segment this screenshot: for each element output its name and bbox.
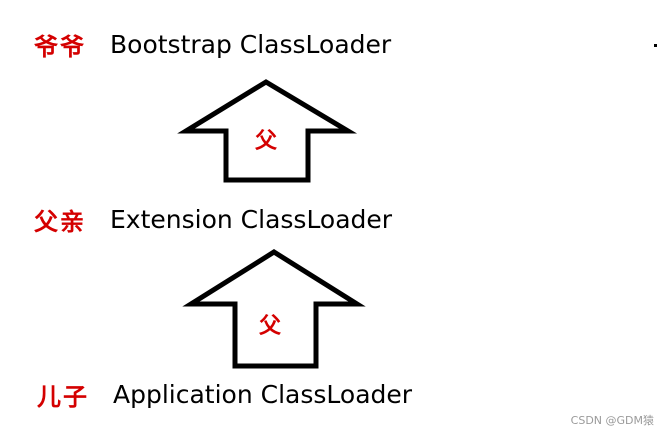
watermark: CSDN @GDM猿 <box>570 414 654 427</box>
classloader-name: Extension ClassLoader <box>110 204 393 234</box>
role-label: 爷爷 <box>34 31 86 61</box>
up-arrow-shape <box>177 79 358 183</box>
role-label: 父亲 <box>34 206 86 236</box>
role-label: 儿子 <box>37 381 89 411</box>
arrow-label: 父 <box>259 313 282 339</box>
level-extension: 父亲 Extension ClassLoader <box>34 199 392 239</box>
stray-dot <box>654 44 657 47</box>
level-application: 儿子 Application ClassLoader <box>37 374 412 414</box>
up-arrow-shape <box>182 249 366 369</box>
arrow-label: 父 <box>255 128 278 154</box>
arrow-extension-to-bootstrap: 父 <box>177 79 358 183</box>
classloader-name: Application ClassLoader <box>113 379 413 409</box>
level-bootstrap: 爷爷 Bootstrap ClassLoader <box>34 24 391 64</box>
classloader-name: Bootstrap ClassLoader <box>110 29 392 59</box>
arrow-application-to-extension: 父 <box>182 249 366 369</box>
